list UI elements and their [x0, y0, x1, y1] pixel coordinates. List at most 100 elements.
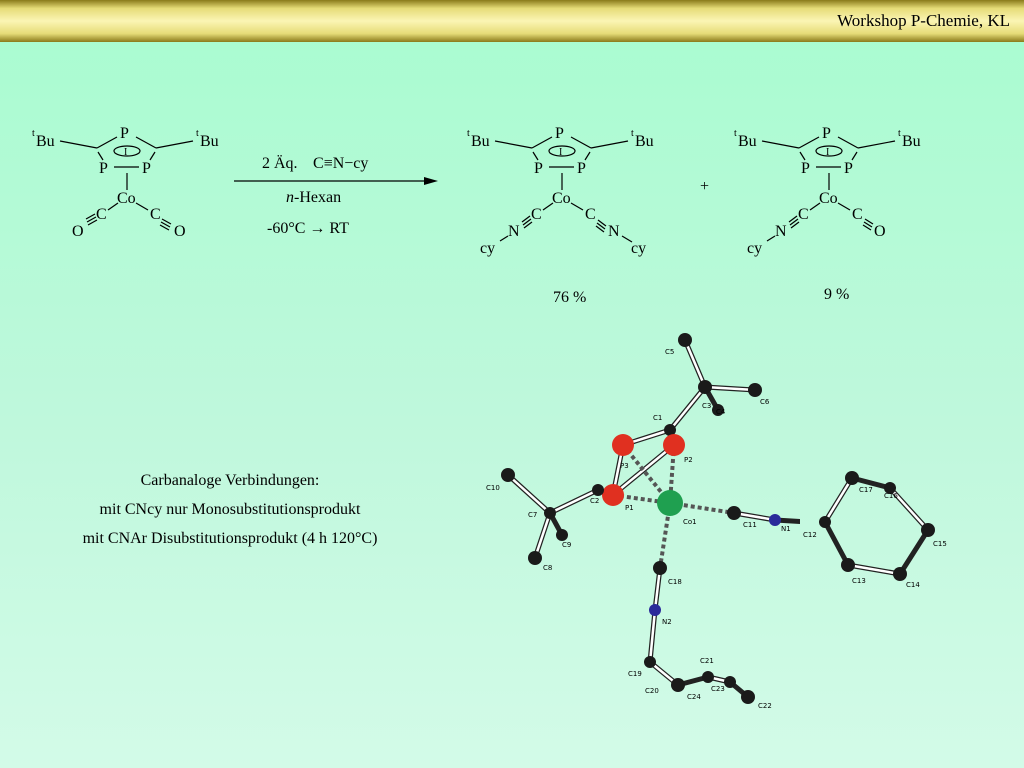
atom-c15 — [921, 523, 935, 537]
reactant-tbu-left-sup: t — [32, 128, 35, 139]
atom-c1 — [664, 424, 676, 436]
atom-c4 — [712, 404, 724, 416]
label-c18: C18 — [668, 578, 682, 586]
atom-c23 — [724, 676, 736, 688]
product-1-tbu-left: Bu — [471, 133, 490, 150]
product-2-molecule — [761, 136, 896, 242]
atom-c12 — [819, 516, 831, 528]
reactant-tbu-left: Bu — [36, 133, 55, 150]
label-c12: C12 — [803, 531, 817, 539]
label-c13: C13 — [852, 577, 866, 585]
product-2-p-right: P — [844, 160, 853, 177]
product-1-tbu-right-sup: t — [631, 128, 634, 139]
atom-c6 — [748, 383, 762, 397]
atom-c22 — [741, 690, 755, 704]
product-1-c-right: C — [585, 206, 596, 223]
atom-p1 — [602, 484, 624, 506]
atom-c14 — [893, 567, 907, 581]
atom-c9 — [556, 529, 568, 541]
product-2-tbu-right: Bu — [902, 133, 921, 150]
atom-c7 — [544, 507, 556, 519]
reagent-equivalents: 2 Äq. — [262, 154, 298, 172]
atom-c21 — [702, 671, 714, 683]
atom-c5 — [678, 333, 692, 347]
yield-product-1: 76 % — [553, 289, 587, 306]
caption-line-1: Carbanaloge Verbindungen: — [140, 472, 320, 489]
product-2-cy-left: cy — [747, 240, 762, 257]
atom-c10 — [501, 468, 515, 482]
reactant-p-right: P — [142, 160, 151, 177]
atom-c11 — [727, 506, 741, 520]
product-2-ring-mark: I — [826, 147, 829, 158]
label-c8: C8 — [543, 564, 552, 572]
label-c2: C2 — [590, 497, 599, 505]
atom-c16 — [884, 482, 896, 494]
reaction-scheme: P P P I t Bu t Bu Co C C O O 2 Äq. C≡N−c… — [32, 125, 921, 257]
label-c17: C17 — [859, 486, 873, 494]
yield-product-2: 9 % — [824, 286, 850, 303]
label-c15: C15 — [933, 540, 947, 548]
label-c6: C6 — [760, 398, 770, 406]
label-c5: C5 — [665, 348, 674, 356]
atom-n1 — [769, 514, 781, 526]
reactant-p-top: P — [120, 125, 129, 142]
label-c7: C7 — [528, 511, 537, 519]
reagent-formula: C≡N−cy — [313, 155, 368, 172]
product-1-cy-right: cy — [631, 240, 646, 257]
reactant-tbu-right: Bu — [200, 133, 219, 150]
reactant-o-right: O — [174, 223, 186, 240]
reaction-arrowhead — [424, 177, 438, 185]
atom-c8 — [528, 551, 542, 565]
product-1-p-top: P — [555, 125, 564, 142]
reactant-molecule — [59, 136, 194, 231]
atom-c13 — [841, 558, 855, 572]
label-c21: C21 — [700, 657, 714, 665]
label-n1: N1 — [781, 525, 791, 533]
product-1-ring-mark: I — [559, 147, 562, 158]
reactant-p-left: P — [99, 160, 108, 177]
caption-line-3: mit CNAr Disubstitutionsprodukt (4 h 120… — [82, 530, 378, 547]
atom-c17 — [845, 471, 859, 485]
atom-c2 — [592, 484, 604, 496]
label-c16: C16 — [884, 492, 898, 500]
label-c14: C14 — [906, 581, 920, 589]
atom-n2 — [649, 604, 661, 616]
product-1-cy-left: cy — [480, 240, 495, 257]
crystal-ring-c12: C12 C17 C16 C15 C14 C13 — [803, 471, 947, 589]
atom-co1 — [657, 490, 683, 516]
plus-sign: + — [700, 178, 710, 195]
product-1-molecule — [494, 136, 633, 243]
reactant-o-left: O — [72, 223, 84, 240]
atom-c20 — [671, 678, 685, 692]
product-2-o-right: O — [874, 223, 886, 240]
label-co1: Co1 — [683, 518, 697, 526]
label-c24: C24 — [687, 693, 701, 701]
product-2-tbu-left-sup: t — [734, 128, 737, 139]
reactant-co: Co — [117, 190, 136, 207]
caption-block: Carbanaloge Verbindungen: mit CNcy nur M… — [30, 466, 430, 553]
label-p3: P3 — [620, 462, 629, 470]
product-1-p-left: P — [534, 160, 543, 177]
label-c10: C10 — [486, 484, 500, 492]
product-2-tbu-left: Bu — [738, 133, 757, 150]
product-2-c-left: C — [798, 206, 809, 223]
reactant-tbu-right-sup: t — [196, 128, 199, 139]
product-1-c-left: C — [531, 206, 542, 223]
label-c11: C11 — [743, 521, 757, 529]
atom-c18 — [653, 561, 667, 575]
label-c9: C9 — [562, 541, 571, 549]
atom-p3 — [612, 434, 634, 456]
product-2-tbu-right-sup: t — [898, 128, 901, 139]
crystal-structure: C5 C3 C4 C6 C1 P2 P3 C10 C7 C2 P1 Co1 C1… — [486, 333, 800, 710]
label-c20: C20 — [645, 687, 659, 695]
atom-c19 — [644, 656, 656, 668]
product-2-p-top: P — [822, 125, 831, 142]
product-1-n-left: N — [508, 223, 520, 240]
product-1-tbu-left-sup: t — [467, 128, 470, 139]
reactant-c-right: C — [150, 206, 161, 223]
reactant-c-left: C — [96, 206, 107, 223]
product-1-p-right: P — [577, 160, 586, 177]
product-2-p-left: P — [801, 160, 810, 177]
reactant-ring-mark: I — [124, 147, 127, 158]
solvent: n-Hexan — [286, 189, 341, 206]
